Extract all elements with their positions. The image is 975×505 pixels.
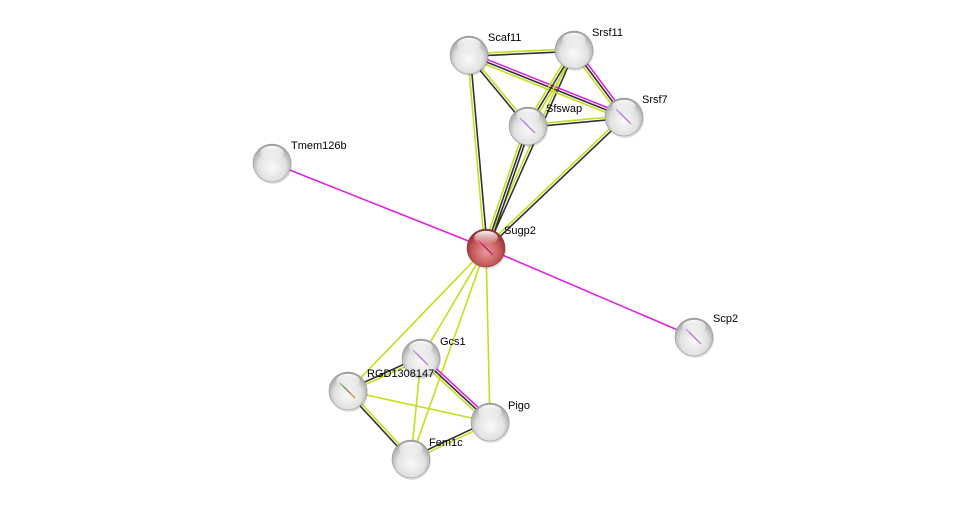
node-highlight <box>409 340 433 355</box>
edge-sugp2-gcs1[interactable] <box>420 247 487 359</box>
node-label: Srsf7 <box>642 94 668 106</box>
edge-line-coexpression <box>486 50 576 249</box>
edge-line-coexpression <box>468 54 625 118</box>
node-label: RGD1308147 <box>367 368 434 380</box>
edge-line-coexpression <box>485 125 529 249</box>
protein-structure-icon <box>615 108 632 125</box>
node-label: Tmem126b <box>291 140 347 152</box>
edge-sugp2-scp2[interactable] <box>485 247 695 338</box>
node-label: Sugp2 <box>504 225 536 237</box>
node-label: Scp2 <box>713 313 738 325</box>
edge-line-textmining <box>410 247 487 460</box>
edge-line-textmining <box>484 115 624 248</box>
node-scaf11[interactable]: Scaf11 <box>449 32 521 76</box>
edge-line-textmining <box>467 56 624 121</box>
edge-sugp2-sfswap[interactable] <box>482 124 532 250</box>
edge-sugp2-srsf7[interactable] <box>484 115 626 250</box>
node-label: Sfswap <box>546 103 582 115</box>
edge-line-experiments <box>469 51 626 116</box>
node-fem1c[interactable]: Fem1c <box>391 437 463 480</box>
node-label: Scaf11 <box>488 32 521 44</box>
node-sfswap[interactable]: Sfswap <box>508 103 582 147</box>
edge-line-textmining <box>466 55 486 249</box>
edge-line-experiments <box>271 162 487 249</box>
node-highlight <box>457 37 481 52</box>
node-label: Srsf11 <box>592 27 623 39</box>
edge-line-textmining <box>420 247 487 359</box>
edge-line-textmining <box>485 247 491 423</box>
edge-line-textmining <box>482 124 527 248</box>
node-label: Gcs1 <box>440 336 466 348</box>
edge-sugp2-scaf11[interactable] <box>466 54 489 249</box>
edge-line-coexpression <box>469 54 489 248</box>
edge-line-experiments <box>485 247 695 338</box>
node-rgd1308147[interactable]: RGD1308147 <box>328 368 434 412</box>
edge-rgd1308147-pigo[interactable] <box>347 390 491 423</box>
node-label: Pigo <box>508 400 530 412</box>
node-scp2[interactable]: Scp2 <box>674 313 738 358</box>
edge-sugp2-pigo[interactable] <box>485 247 491 423</box>
node-highlight <box>682 319 706 334</box>
edge-sugp2-fem1c[interactable] <box>410 247 487 460</box>
node-highlight <box>612 99 636 114</box>
node-pigo[interactable]: Pigo <box>470 400 530 443</box>
edge-line-textmining <box>347 247 487 392</box>
edge-line-coexpression <box>487 126 532 250</box>
node-highlight <box>260 145 284 160</box>
node-layer: Sugp2 Scaf11 Srsf11Srsf7SfswapTmem126bScp2… <box>252 27 738 480</box>
node-srsf11[interactable]: Srsf11 <box>554 27 623 71</box>
edge-line-textmining <box>347 390 491 423</box>
node-highlight <box>562 32 586 47</box>
node-highlight <box>399 441 423 456</box>
node-sugp2[interactable]: Sugp2 <box>466 225 536 269</box>
node-gcs1[interactable]: Gcs1 <box>401 336 466 379</box>
node-label: Fem1c <box>429 437 463 449</box>
edge-sugp2-rgd1308147[interactable] <box>347 247 487 392</box>
node-highlight <box>474 230 498 245</box>
node-srsf7[interactable]: Srsf7 <box>604 94 668 138</box>
edge-line-coexpression <box>486 117 626 250</box>
node-highlight <box>336 373 360 388</box>
edge-sugp2-tmem126b[interactable] <box>271 162 487 249</box>
node-highlight <box>516 108 540 123</box>
node-highlight <box>478 404 502 419</box>
edge-scaf11-srsf7[interactable] <box>467 51 626 121</box>
node-tmem126b[interactable]: Tmem126b <box>252 140 347 184</box>
